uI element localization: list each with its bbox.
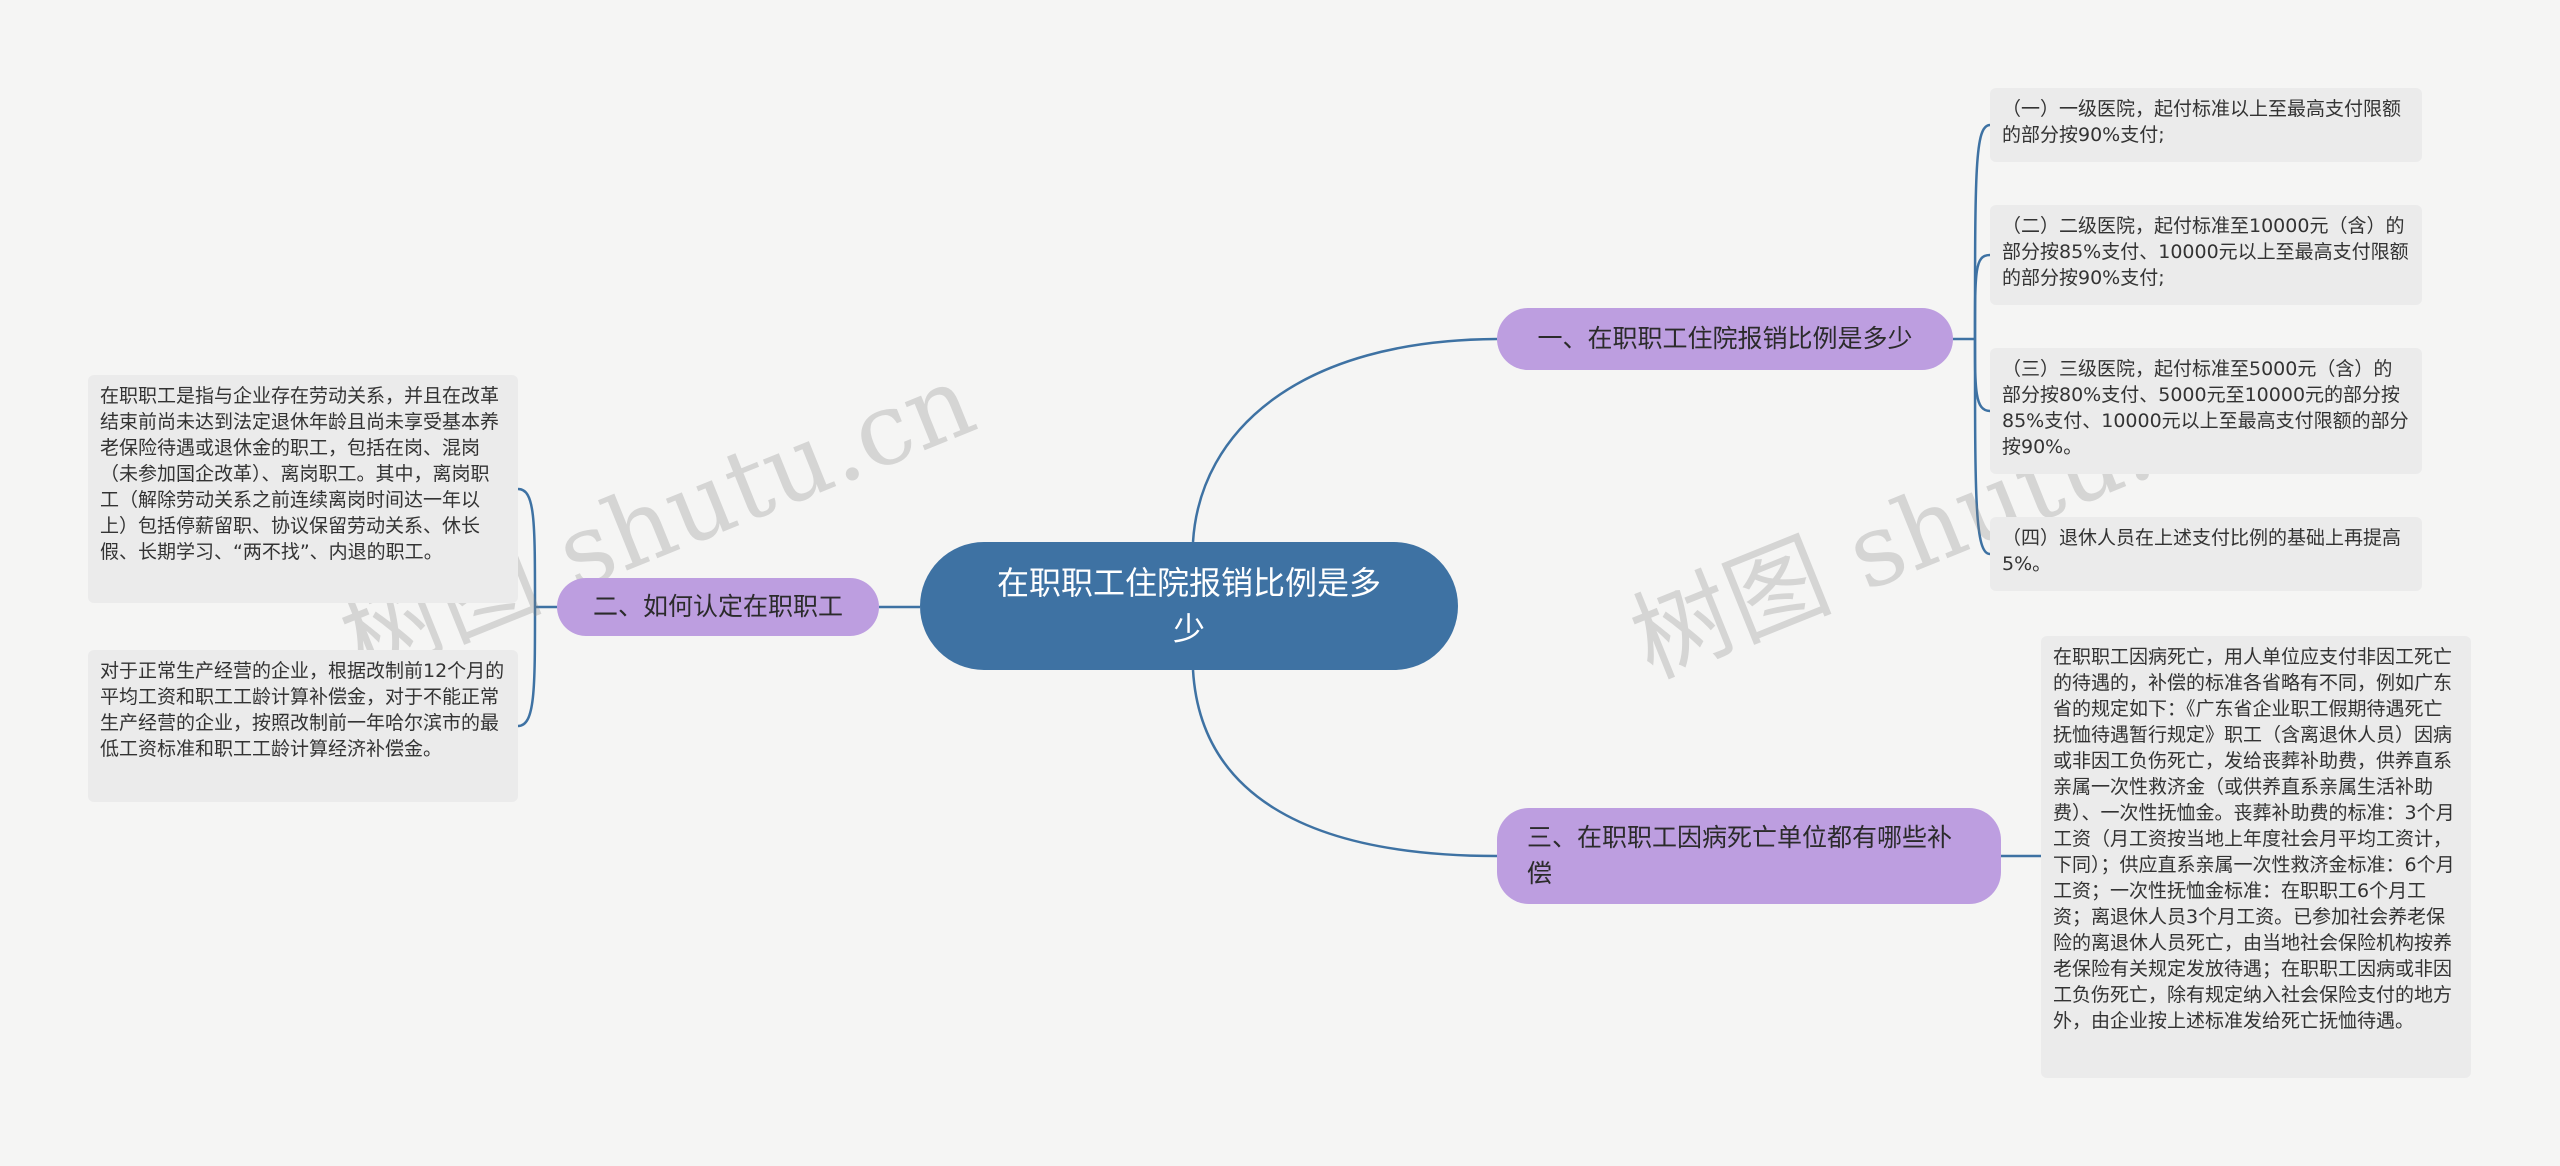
branch-topic-1-label: 一、在职职工住院报销比例是多少 <box>1537 324 1913 353</box>
branch-topic-3[interactable]: 三、在职职工因病死亡单位都有哪些补偿 <box>1497 808 2001 904</box>
connector-branch-1-leaf-2 <box>1973 253 1991 340</box>
root-topic-label: 在职职工住院报销比例是多少 <box>996 564 1381 648</box>
connector-branch-2-leaf-6 <box>517 606 537 728</box>
leaf-topic-1-text: （一）一级医院，起付标准以上至最高支付限额的部分按90%支付; <box>2002 98 2402 146</box>
leaf-topic-1[interactable]: （一）一级医院，起付标准以上至最高支付限额的部分按90%支付; <box>1990 88 2422 162</box>
connector-root-branch-3 <box>1191 669 1498 858</box>
leaf-topic-3-text: （三）三级医院，起付标准至5000元（含）的部分按80%支付、5000元至100… <box>2002 358 2409 458</box>
connector-branch-1-leaf-4 <box>1973 338 1991 556</box>
leaf-topic-6[interactable]: 对于正常生产经营的企业，根据改制前12个月的平均工资和职工工龄计算补偿金，对于不… <box>88 650 518 802</box>
connector-branch-2-leaf-5 <box>517 487 537 608</box>
root-topic[interactable]: 在职职工住院报销比例是多少 <box>920 542 1458 670</box>
leaf-topic-5[interactable]: 在职职工是指与企业存在劳动关系，并且在改革结束前尚未达到法定退休年龄且尚未享受基… <box>88 375 518 603</box>
leaf-topic-6-text: 对于正常生产经营的企业，根据改制前12个月的平均工资和职工工龄计算补偿金，对于不… <box>100 660 505 760</box>
connector-branch-1-leaf-1 <box>1973 123 1991 340</box>
connector-branch-1-leaf-3 <box>1973 338 1991 413</box>
leaf-topic-4-text: （四）退休人员在上述支付比例的基础上再提高5%。 <box>2002 527 2402 575</box>
leaf-topic-5-text: 在职职工是指与企业存在劳动关系，并且在改革结束前尚未达到法定退休年龄且尚未享受基… <box>100 385 500 563</box>
leaf-topic-2[interactable]: （二）二级医院，起付标准至10000元（含）的部分按85%支付、10000元以上… <box>1990 205 2422 305</box>
leaf-topic-7[interactable]: 在职职工因病死亡，用人单位应支付非因工死亡的待遇的，补偿的标准各省略有不同，例如… <box>2041 636 2471 1078</box>
branch-topic-2-label: 二、如何认定在职职工 <box>592 592 843 621</box>
leaf-topic-3[interactable]: （三）三级医院，起付标准至5000元（含）的部分按80%支付、5000元至100… <box>1990 348 2422 474</box>
leaf-topic-2-text: （二）二级医院，起付标准至10000元（含）的部分按85%支付、10000元以上… <box>2002 215 2409 289</box>
branch-topic-2[interactable]: 二、如何认定在职职工 <box>557 578 879 636</box>
branch-topic-1[interactable]: 一、在职职工住院报销比例是多少 <box>1497 308 1953 370</box>
leaf-topic-7-text: 在职职工因病死亡，用人单位应支付非因工死亡的待遇的，补偿的标准各省略有不同，例如… <box>2053 646 2455 1032</box>
connector-root-branch-1 <box>1191 337 1498 543</box>
leaf-topic-4[interactable]: （四）退休人员在上述支付比例的基础上再提高5%。 <box>1990 517 2422 591</box>
branch-topic-3-label: 三、在职职工因病死亡单位都有哪些补偿 <box>1527 823 1953 888</box>
